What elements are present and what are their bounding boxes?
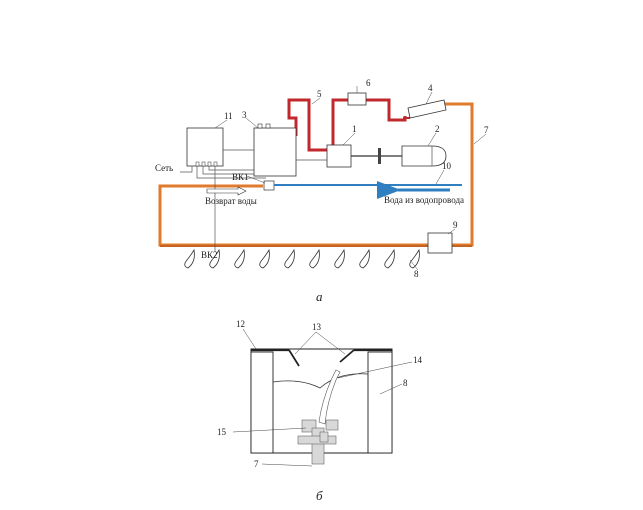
label-1: 1 — [352, 124, 357, 134]
nozzle-8 — [184, 248, 195, 269]
label-water-supply: Вода из водопровода — [384, 195, 464, 205]
label-vk1: ВК1 — [232, 172, 249, 182]
label-3: 3 — [242, 110, 247, 120]
label-11: 11 — [224, 111, 233, 121]
spray-jet — [318, 369, 341, 425]
label-vk2: ВК2 — [201, 250, 218, 260]
label-9: 9 — [453, 220, 458, 230]
label-8-b: 8 — [403, 378, 408, 388]
nozzle-8 — [284, 248, 295, 269]
caption-a: а — [316, 289, 323, 304]
nozzle-8 — [384, 248, 395, 269]
tank-3 — [253, 127, 297, 177]
box-9 — [427, 232, 453, 254]
figure-b: 12 13 14 8 15 7 б — [217, 319, 423, 503]
label-6: 6 — [366, 78, 371, 88]
label-5: 5 — [317, 89, 322, 99]
nozzle-8 — [409, 248, 420, 269]
leader-lines-a — [214, 86, 487, 271]
pump-1 — [326, 144, 352, 168]
nozzle-8 — [259, 248, 270, 269]
box-4 — [407, 99, 447, 119]
flap-left — [288, 349, 300, 367]
wall-left — [250, 351, 274, 454]
orange-pipe-loop — [158, 102, 474, 247]
valve-vk1 — [263, 180, 275, 191]
red-pipe-right — [331, 98, 407, 150]
label-2: 2 — [435, 124, 440, 134]
nozzle-8 — [209, 248, 220, 269]
terminal-2 — [201, 161, 206, 167]
label-return-water: Возврат воды — [205, 196, 257, 206]
wall-right — [367, 351, 393, 454]
label-14: 14 — [413, 355, 423, 365]
nozzle-8 — [309, 248, 320, 269]
leader-lines-b — [232, 328, 413, 467]
terminal-3 — [207, 161, 212, 167]
tank-3-knob-right — [265, 123, 271, 129]
red-pipe-left — [287, 98, 327, 152]
nozzle-8 — [334, 248, 345, 269]
label-15: 15 — [217, 427, 227, 437]
nozzle-8 — [234, 248, 245, 269]
water-surface — [272, 373, 369, 389]
nozzle-group — [184, 248, 420, 269]
label-8-a: 8 — [414, 269, 419, 279]
label-10: 10 — [442, 161, 452, 171]
coupling — [378, 148, 381, 164]
label-12: 12 — [236, 319, 245, 329]
label-7: 7 — [484, 125, 489, 135]
terminal-1 — [195, 161, 200, 167]
flap-right — [339, 349, 355, 363]
label-7-b: 7 — [254, 459, 259, 469]
motor-2 — [401, 145, 447, 167]
tank-3-knob-left — [257, 123, 263, 129]
wiring — [180, 149, 327, 252]
terminal-4 — [213, 161, 218, 167]
return-water-arrow — [206, 186, 247, 196]
control-box-11 — [186, 127, 224, 167]
label-set: Сеть — [155, 163, 173, 173]
figure-a: 11 3 5 6 4 7 1 2 10 9 8 Сеть ВК1 ВК2 Воз… — [155, 78, 489, 304]
nozzle-8 — [359, 248, 370, 269]
label-4: 4 — [428, 83, 433, 93]
caption-b: б — [316, 488, 323, 503]
box-6 — [347, 92, 367, 106]
nozzle-assembly-15 — [297, 419, 339, 465]
label-13: 13 — [312, 322, 322, 332]
